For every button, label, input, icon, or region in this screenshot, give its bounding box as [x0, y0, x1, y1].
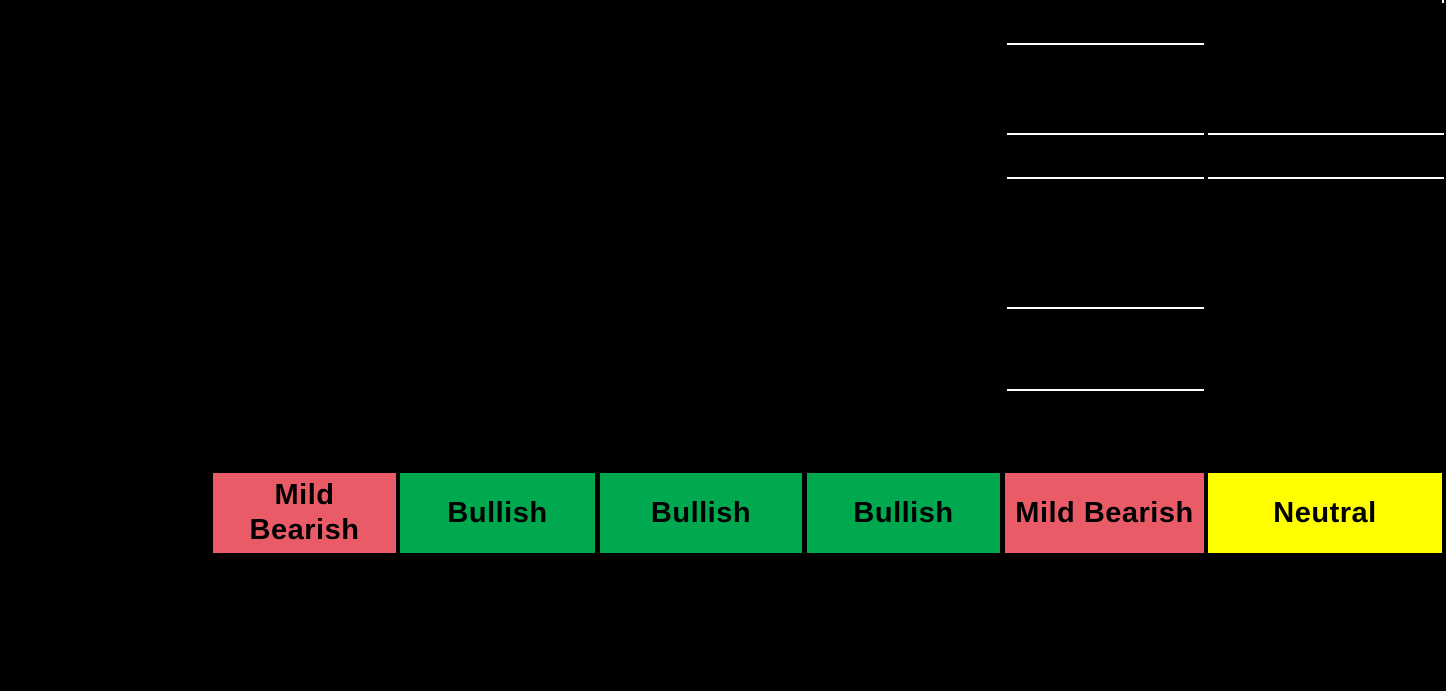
sentiment-cell: Neutral	[1208, 473, 1442, 553]
corner-artifact	[1442, 0, 1444, 3]
sentiment-label: Bullish	[650, 496, 752, 529]
sentiment-row: Mild Bearish Bullish Bullish Bullish Mil…	[0, 473, 1446, 553]
sentiment-cell: Bullish	[600, 473, 802, 553]
sentiment-label: Bullish	[447, 496, 548, 529]
cell-underline	[1007, 307, 1204, 309]
sentiment-label: Mild Bearish	[249, 479, 360, 546]
sentiment-cell: Mild Bearish	[213, 473, 396, 553]
cell-underline	[1007, 389, 1204, 391]
sentiment-cell: Bullish	[807, 473, 1000, 553]
sentiment-cell: Bullish	[400, 473, 595, 553]
cell-underline	[1007, 133, 1204, 135]
sentiment-cell: Mild Bearish	[1005, 473, 1204, 553]
cell-underline	[1208, 133, 1444, 135]
sentiment-label: Bullish	[853, 496, 954, 529]
sentiment-label: Mild Bearish	[1015, 496, 1194, 529]
cell-underline	[1007, 177, 1204, 179]
cell-underline	[1007, 43, 1204, 45]
sentiment-label: Neutral	[1273, 496, 1377, 529]
cell-underline	[1208, 177, 1444, 179]
